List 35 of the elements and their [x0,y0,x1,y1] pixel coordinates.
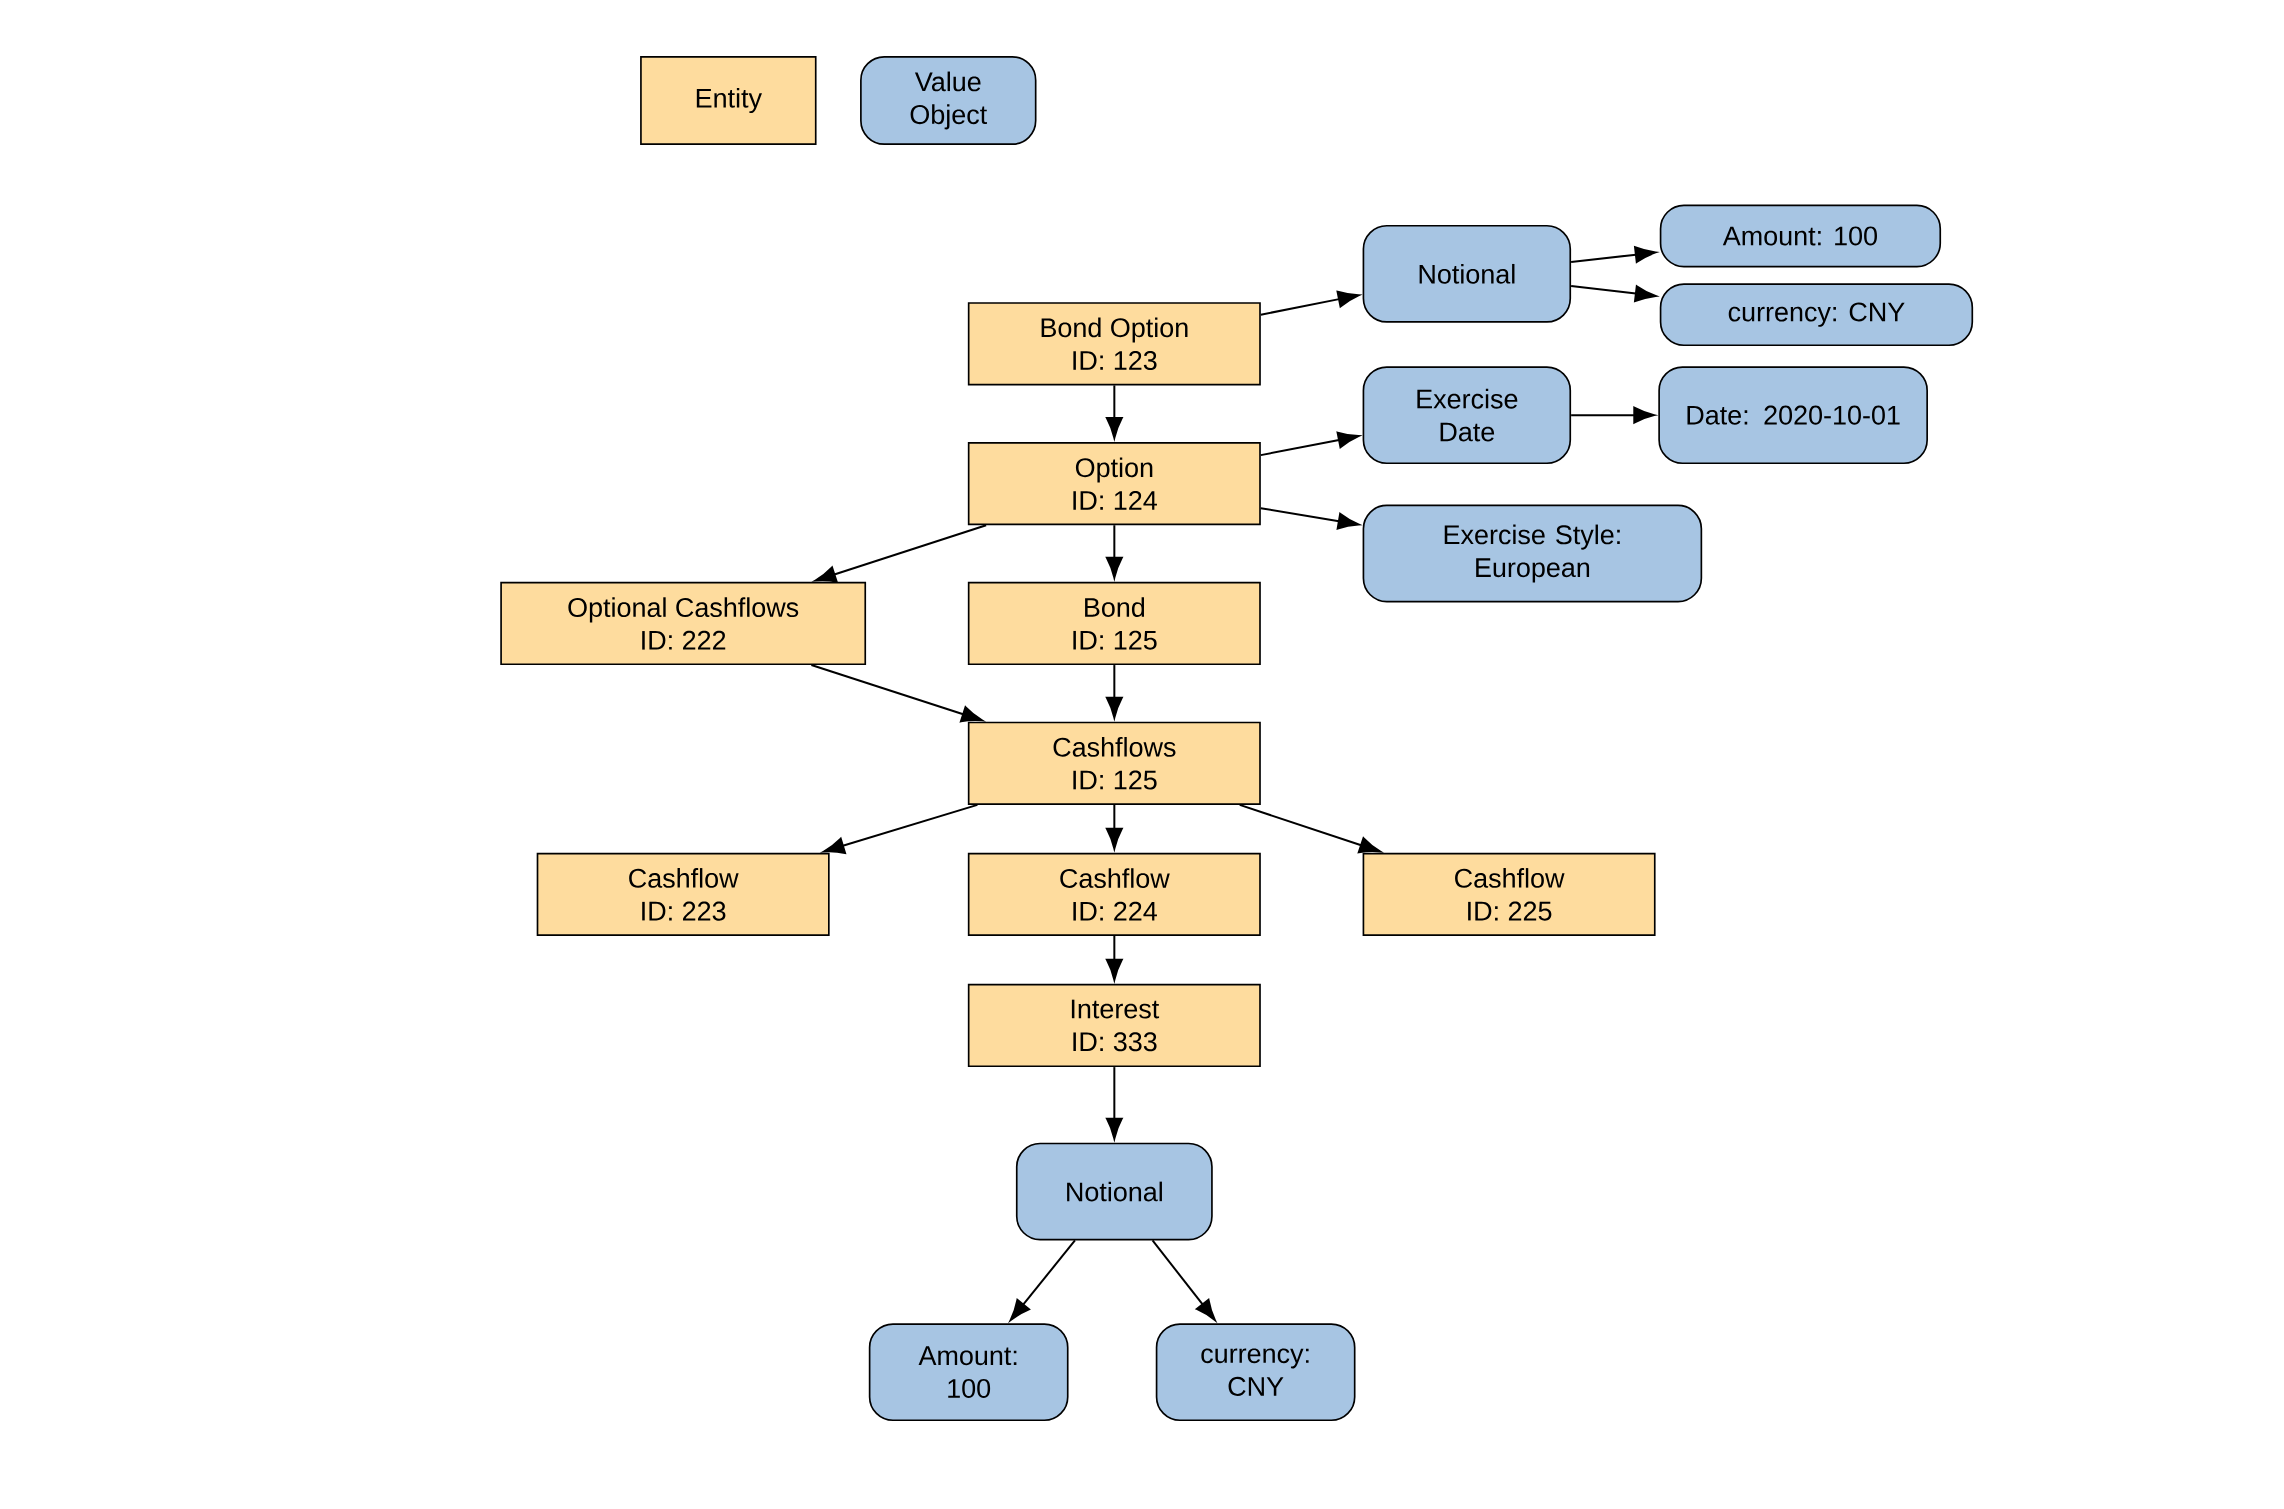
arrow [1105,664,1123,719]
arrow [1259,507,1360,530]
entity-box: Interest ID: 333 [967,983,1261,1068]
arrow [1105,803,1123,850]
arrow [1105,934,1123,981]
arrow [822,803,979,854]
value-object-box: Amount: 100 [1659,204,1942,268]
entity-box: Bond ID: 125 [967,581,1261,666]
arrow [1151,1239,1216,1321]
entity-box: Bond Option ID: 123 [967,302,1261,386]
entity-box: Cashflow ID: 223 [536,852,830,936]
arrow [1105,384,1123,439]
arrow [1570,285,1657,302]
arrow [814,524,988,583]
legend-entry: Entity [640,55,817,145]
arrow [1009,1239,1076,1321]
entity-box: Optional Cashflows ID: 222 [500,581,867,666]
value-object-box: Amount: 100 [868,1323,1069,1422]
arrow [1570,406,1656,424]
value-object-box: Date: 2020-10-01 [1658,366,1928,464]
entity-box: Option ID: 124 [967,441,1261,526]
value-object-box: Notional [1015,1142,1213,1241]
arrow [1105,524,1123,579]
entity-box: Cashflows ID: 125 [967,721,1261,805]
entity-box: Cashflow ID: 224 [967,852,1261,936]
arrow [1105,1066,1123,1140]
arrow [1570,246,1657,263]
value-object-box: currency: CNY [1155,1323,1356,1422]
legend-entry: Value Object [860,55,1037,145]
value-object-box: Exercise Date [1362,366,1572,464]
value-object-box: Exercise Style: European [1362,504,1703,603]
value-object-box: Notional [1362,224,1572,323]
arrow [1259,431,1360,457]
entity-box: Cashflow ID: 225 [1362,852,1656,936]
value-object-box: currency: CNY [1659,283,1974,347]
